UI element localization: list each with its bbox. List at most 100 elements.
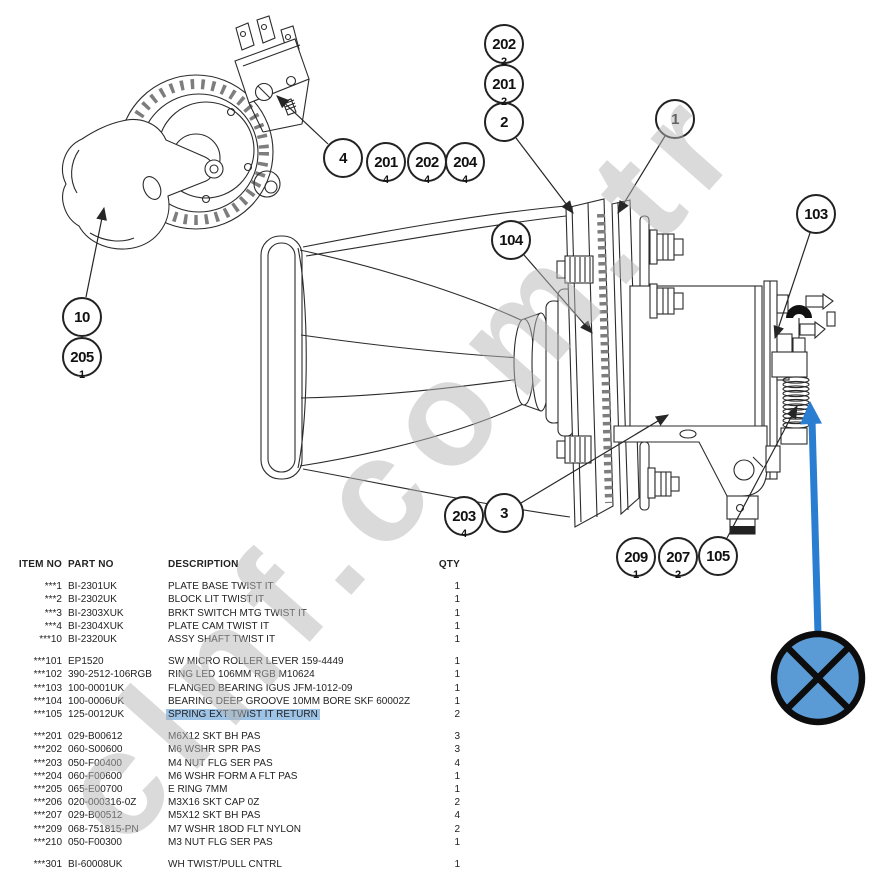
- cell-item-no: ***203: [33, 757, 62, 769]
- col-header-qty: QTY: [438, 559, 460, 570]
- spring-retainer-bottom: [780, 427, 808, 445]
- cell-part-no: 125-0012UK: [68, 709, 125, 721]
- cell-qty: 4: [454, 757, 460, 769]
- disc-screw-icon: [201, 194, 211, 204]
- cell-qty: 1: [454, 682, 460, 694]
- cam-arc: [786, 305, 812, 318]
- switch-body-line: [242, 44, 301, 67]
- cell-item-no: ***1: [44, 581, 62, 593]
- led-ring-edge: [597, 213, 613, 504]
- cell-qty: 1: [454, 669, 460, 681]
- horn-cone-bottom: [299, 403, 524, 467]
- spade-terminal-icon: [256, 15, 276, 44]
- cell-item-no: ***207: [33, 810, 62, 822]
- cell-item-no: ***202: [33, 744, 62, 756]
- spring-retainer-top: [771, 351, 808, 378]
- cell-qty: 2: [454, 823, 460, 835]
- cell-part-no: 050-F00400: [68, 757, 122, 769]
- description-text: M3 NUT FLG SER PAS: [168, 836, 273, 848]
- cell-qty: 1: [454, 784, 460, 796]
- cell-description: ASSY SHAFT TWIST IT: [168, 633, 426, 646]
- twist-knob: [62, 119, 214, 250]
- cell-part-no: 390-2512-106RGB: [68, 669, 152, 681]
- cell-qty: 1: [454, 859, 460, 871]
- disc-screw-icon: [226, 107, 236, 117]
- cell-part-no: 029-B00512: [68, 810, 123, 822]
- cell-part-no: 100-0006UK: [68, 695, 125, 707]
- cam-plate-line: [617, 202, 629, 511]
- cell-qty: 1: [454, 607, 460, 619]
- horn-bell-edge: [297, 247, 307, 469]
- cell-part-no: BI-2302UK: [68, 594, 117, 606]
- side-block: [776, 294, 789, 314]
- cell-qty: 3: [454, 731, 460, 743]
- knob-contour: [89, 232, 135, 242]
- cell-description: E RING 7MM: [168, 783, 426, 796]
- shaft-bolt-center: [209, 164, 219, 174]
- cell-description: M6 WSHR FORM A FLT PAS: [168, 770, 426, 783]
- bracket-arm: [248, 78, 310, 133]
- description-text: FLANGED BEARING IGUS JFM-1012-09: [168, 682, 353, 694]
- table-row[interactable]: ***104 100-0006UK BEARING DEEP GROOVE 10MM…: [16, 695, 478, 708]
- cell-item-no: ***210: [33, 836, 62, 848]
- description-text: RING LED 106MM RGB M10624: [168, 669, 315, 681]
- cell-description: M3 NUT FLG SER PAS: [168, 836, 426, 849]
- knob-ring-assembly: [62, 15, 310, 250]
- cell-part-no: 060-F00600: [68, 770, 122, 782]
- description-text: BRKT SWITCH MTG TWIST IT: [168, 607, 307, 619]
- leader-line-1: [617, 135, 666, 215]
- cell-qty: 2: [454, 797, 460, 809]
- cell-part-no: 020-000316-0Z: [68, 797, 137, 809]
- cell-part-no: BI-60008UK: [68, 859, 123, 871]
- base-assembly: [556, 198, 836, 535]
- horn-shell-bottom: [302, 468, 571, 518]
- cell-description: M6X12 SKT BH PAS: [168, 730, 426, 743]
- parts-table-group: ***301 BI-60008UK WH TWIST/PULL CNTRL 1: [16, 858, 478, 871]
- bracket-hole: [733, 459, 755, 481]
- description-text: BEARING DEEP GROOVE 10MM BORE SKF 60002Z: [168, 695, 411, 707]
- col-header-item: ITEM NO: [18, 559, 62, 570]
- spade-terminal-icon: [235, 22, 255, 51]
- side-screw-icon: [805, 292, 836, 327]
- horn-bell-rim: [260, 235, 303, 480]
- cell-qty: 1: [454, 695, 460, 707]
- horn-throat: [513, 318, 535, 406]
- cell-item-no: ***301: [33, 859, 62, 871]
- cell-qty: 1: [454, 836, 460, 848]
- side-screw-icon: [799, 320, 826, 340]
- cell-item-no: ***104: [33, 695, 62, 707]
- cell-description: BLOCK LIT TWIST IT: [168, 593, 426, 606]
- cell-item-no: ***205: [33, 784, 62, 796]
- table-row[interactable]: ***301 BI-60008UK WH TWIST/PULL CNTRL 1: [16, 858, 478, 871]
- cell-description: BRKT SWITCH MTG TWIST IT: [168, 607, 426, 620]
- cell-qty: 1: [454, 620, 460, 632]
- blue-annotation: [770, 401, 866, 726]
- description-text: M6X12 SKT BH PAS: [168, 731, 261, 743]
- blue-arrow-head-icon: [800, 401, 822, 425]
- cell-item-no: ***206: [33, 797, 62, 809]
- cell-description: WH TWIST/PULL CNTRL: [168, 858, 426, 871]
- description-text: PLATE BASE TWIST IT: [168, 581, 274, 593]
- cell-description: FLANGED BEARING IGUS JFM-1012-09: [168, 682, 426, 695]
